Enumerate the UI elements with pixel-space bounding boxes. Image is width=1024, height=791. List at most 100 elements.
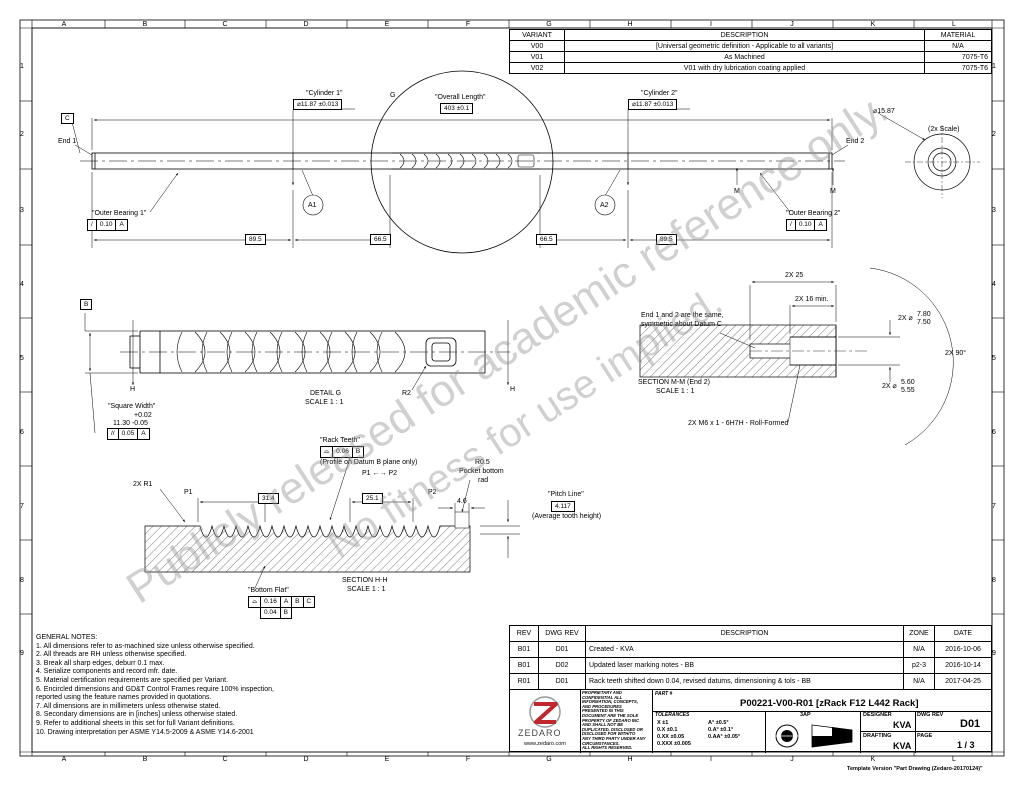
rack-rod-main [80,152,845,170]
zone-column-label: E [384,756,390,763]
section-hh-scale: SCALE 1 : 1 [347,586,386,593]
section-mm-scale: SCALE 1 : 1 [656,388,695,395]
bottom-flat-label: "Bottom Flat" [248,587,289,594]
tol-line: 0.AA° ±0.05° [708,734,741,740]
zone-column-label: K [870,756,876,763]
tol-line: X ±1 [657,720,669,726]
zone-row-label: 6 [20,429,24,436]
description-cell: [Universal geometric definition - Applic… [564,40,925,52]
zone-column-label: F [465,756,471,763]
zone-column-label: I [710,21,712,28]
zone-column-label: L [952,756,956,763]
mm-note-line2: symmetric about Datum C [641,321,722,328]
dia-bot-prefix: 2X ⌀ [882,383,897,390]
zone-column-label: A [61,756,67,763]
square-width-dim: 11.30 -0.05 [113,420,148,427]
rev-header: REV [509,625,539,642]
zone-row-label: 4 [20,281,24,288]
zone-column-label: E [384,21,390,28]
note-item: 2. All threads are RH unless otherwise s… [36,651,187,659]
fcf-value: 0.05 [119,429,139,439]
section-hh-title: SECTION H-H [342,577,388,584]
fcf-value: 0.16 [261,597,281,607]
third-angle-projection-icon [773,724,853,748]
proprietary-line: AND PROCEDURES [582,703,622,709]
dwg-rev-cell: D01 [538,641,586,658]
note-item: 1. All dimensions refer to as-machined s… [36,642,255,650]
zone-column-label: I [710,756,712,763]
dia-bot-hi: 5.60 [901,379,915,386]
p1-label: P1 [184,489,193,496]
dim-89-5-left: 89.5 [245,234,266,245]
zone-column-label: J [790,756,794,763]
h-marker-right: H [510,386,516,393]
note-item: 8. Secondary dimensions are in [inches] … [36,711,238,719]
proprietary-line: ALL RIGHTS RESERVED. [582,745,633,751]
designer-value: KVA [893,720,912,730]
zone-row-label: 2 [992,131,996,138]
r1-label: 2X R1 [133,481,153,488]
zone-column-label: L [952,21,956,28]
description-cell: V01 with dry lubrication coating applied [564,62,925,74]
fcf-datum: A [141,430,146,437]
zone-row-label: 6 [992,429,996,436]
revision-table: REV DWG REV DESCRIPTION ZONE DATE B01 D0… [509,625,992,690]
fcf-datum: A [281,597,293,607]
description-cell: Created - KVA [585,641,904,658]
fcf-datum: A [119,221,124,228]
description-header: DESCRIPTION [585,625,904,642]
zone-column-label: D [303,756,309,763]
outer-bearing2-label: "Outer Bearing 2" [786,210,841,217]
dia-top-lo: 7.50 [917,319,931,326]
variant-header: VARIANT [509,29,565,41]
note-item: 4. Serialize components and record mfr. … [36,668,178,676]
pocket-label: Pocket bottom [459,468,504,475]
m-marker-right: M [830,188,836,195]
dwg-rev-value: D01 [960,718,981,730]
proprietary-line: DOCUMENT ARE THE SOLE [582,712,639,718]
fcf-datum: B [292,597,304,607]
angle-90-dim: 2X 90° [945,350,967,357]
proprietary-line: AND SHALL NOT BE [582,722,624,728]
zone-column-label: F [465,21,471,28]
zone-column-label: C [222,21,228,28]
zone-column-label: K [870,21,876,28]
zone-column-label: J [790,21,794,28]
fcf-value: 0.06 [333,447,353,457]
material-header: MATERIAL [924,29,992,41]
dim-31-4: 31.4 [258,493,279,504]
zone-header: ZONE [903,625,935,642]
rack-teeth-note: (Profile on Datum B plane only) [320,459,418,466]
section-mm-title: SECTION M-M (End 2) [638,379,710,386]
zone-row-label: 3 [20,207,24,214]
fcf-datum: C [306,598,312,605]
scale-2x-label: (2x Scale) [928,126,960,133]
fcf-value: 0.10 [97,220,117,230]
dwg-rev-cell: D01 [538,673,586,690]
description-header: DESCRIPTION [564,29,925,41]
dwg-rev-cell: D02 [538,657,586,674]
tol-line: 0.XX ±0.05 [657,734,685,740]
zone-cell: N/A [903,673,935,690]
rad-label: rad [478,477,489,484]
cylinder2-label: "Cylinder 2" [641,90,678,97]
dia-top-prefix: 2X ⌀ [898,315,913,322]
overall-length-dim: 403 ±0.1 [440,103,474,114]
mm-note-line1: End 1 and 2 are the same, [641,312,724,319]
dim-2x-16-min: 2X 16 min. [795,296,829,303]
note-item: 6. Encircled dimensions and GD&T Control… [36,685,274,693]
note-item: 3. Break all sharp edges, deburr 0.1 max… [36,659,165,667]
pitch-line-dim: 4.117 [551,501,575,512]
drafting-value: KVA [893,741,912,751]
thread-callout: 2X M6 x 1 - 6H7H - Roll-Formed [688,420,789,427]
fcf-datum: B [355,448,361,455]
dia-bot-lo: 5.55 [901,387,915,394]
zone-row-label: 7 [20,503,24,510]
zone-row-label: 5 [992,355,996,362]
page-label: PAGE [917,733,933,739]
dwg-rev-label: DWG REV [917,712,944,718]
detail-g-circle [370,70,554,254]
date-cell: 2016-10-14 [934,657,992,674]
